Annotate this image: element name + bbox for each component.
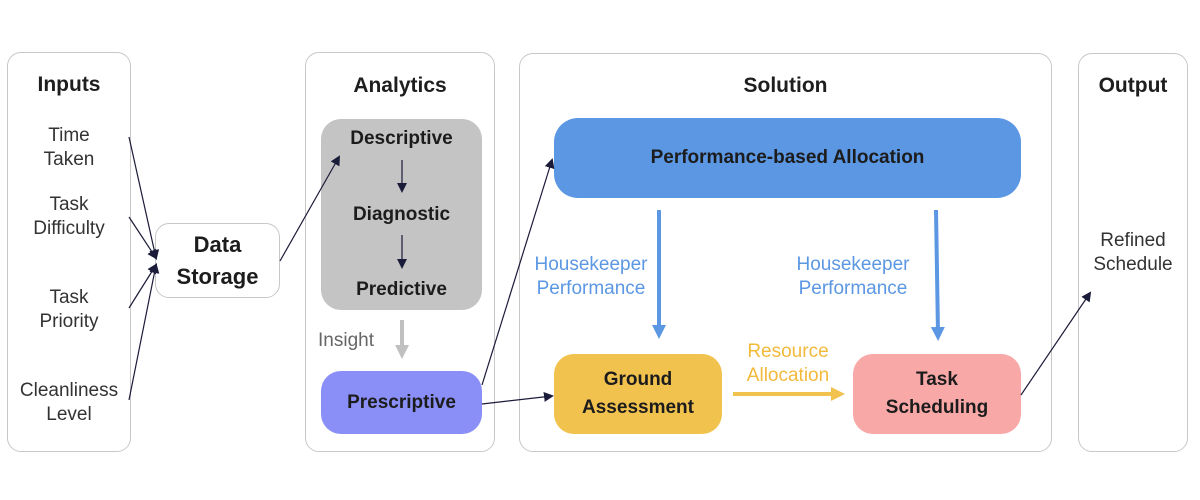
output-panel: Output (1078, 53, 1188, 452)
inputs-title: Inputs (37, 73, 101, 96)
solution-title: Solution (743, 74, 828, 97)
predictive-label: Predictive (356, 279, 447, 300)
diagnostic-label: Diagnostic (352, 204, 451, 225)
prescriptive-box: Prescriptive (321, 371, 482, 434)
arrow-task-difficulty (128, 216, 158, 260)
output-title: Output (1098, 74, 1168, 97)
arrow-cleanliness (128, 263, 160, 401)
descriptive-label: Descriptive (350, 128, 453, 149)
analytics-stack-box: Descriptive Diagnostic Predictive (321, 119, 482, 310)
insight-label: Insight (318, 330, 374, 351)
inputs-panel: Inputs (7, 52, 131, 452)
performance-allocation-box: Performance-based Allocation (554, 118, 1021, 198)
analytics-title: Analytics (353, 74, 447, 97)
arrow-time-taken (128, 136, 160, 260)
arrow-task-priority (128, 263, 158, 309)
